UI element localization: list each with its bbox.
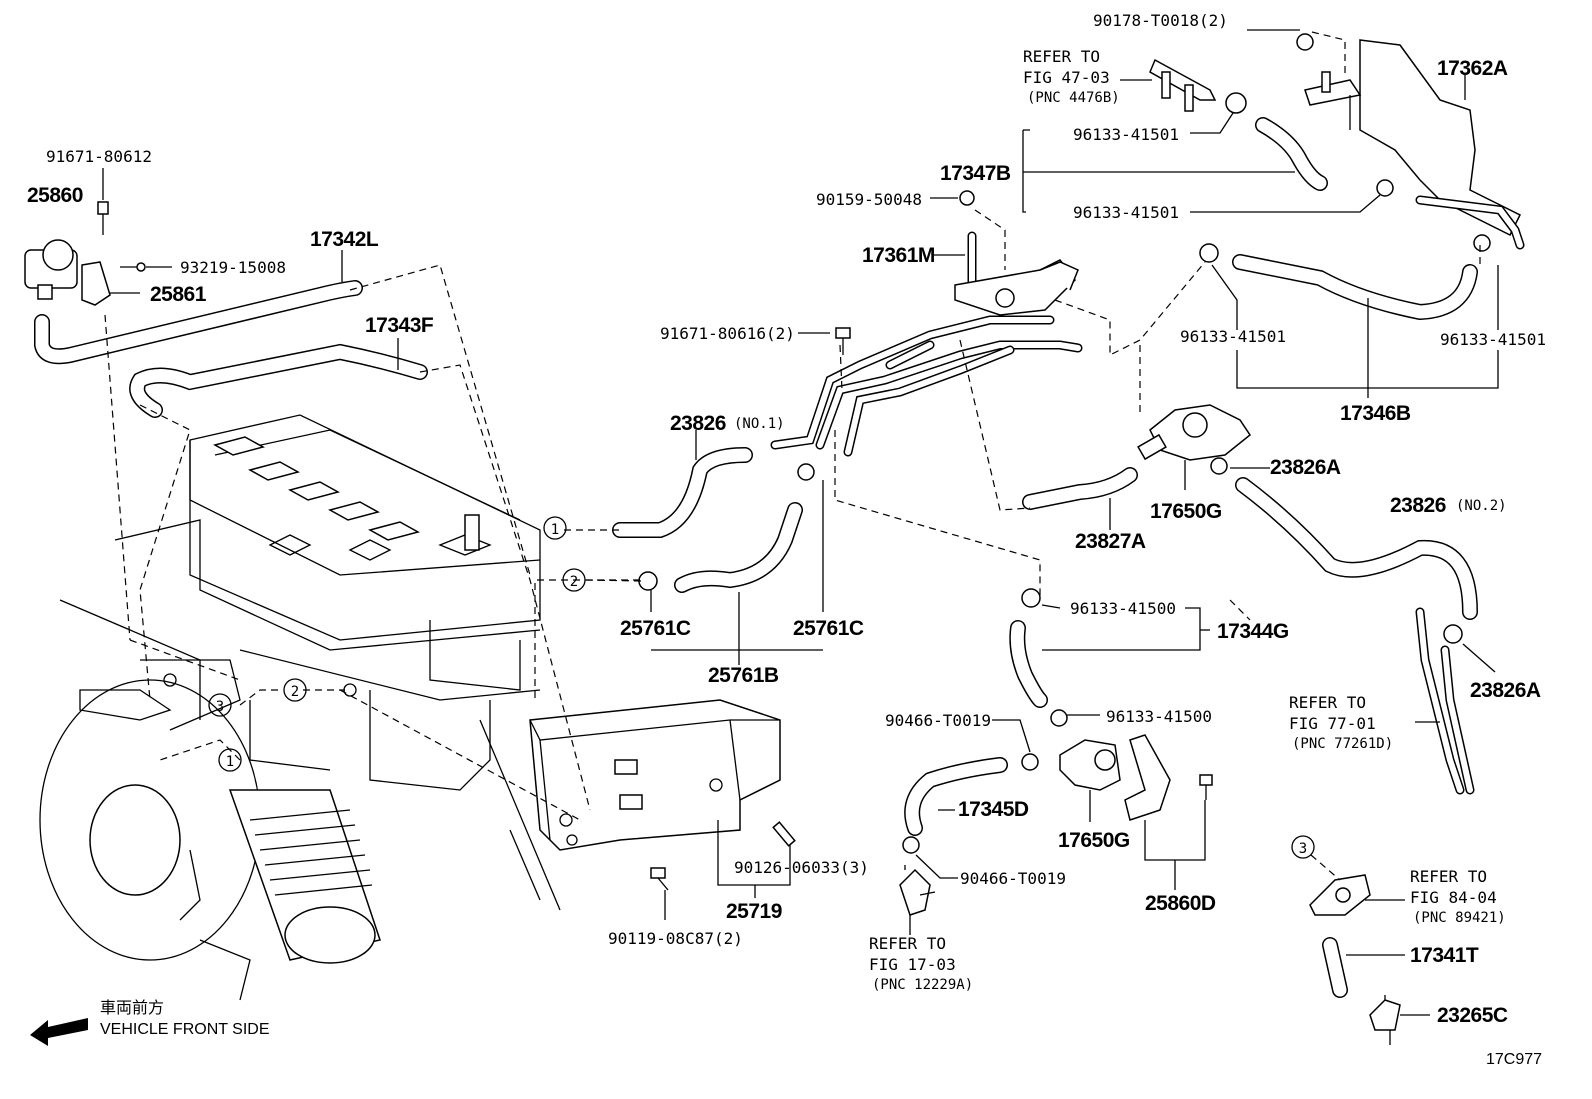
callout-circle-2b [283, 678, 307, 702]
label-refer-1703-a: REFER TO [869, 934, 946, 953]
label-17341t: 17341T [1410, 944, 1479, 967]
label-90466-a: 90466-T0019 [885, 711, 991, 730]
label-25860d: 25860D [1145, 892, 1216, 915]
callout-2b: 2 [291, 684, 299, 700]
hoses [34, 117, 1478, 998]
label-refer-1703-b: FIG 17-03 [869, 955, 956, 974]
label-17347b: 17347B [940, 162, 1011, 185]
label-25761c-a: 25761C [620, 617, 691, 640]
label-17343f: 17343F [365, 314, 434, 337]
small-parts [24, 33, 1491, 1046]
label-23265c: 23265C [1437, 1004, 1508, 1027]
label-17342l: 17342L [310, 228, 379, 251]
label-23826a-b: 23826A [1470, 679, 1541, 702]
label-23826a-a: 23826A [1270, 456, 1341, 479]
pipes-17361m [770, 39, 1525, 457]
label-23826-no1: 23826 [670, 412, 726, 435]
label-93219: 93219-15008 [180, 258, 286, 277]
label-17344g: 17344G [1217, 620, 1289, 643]
label-90466-b: 90466-T0019 [960, 869, 1066, 888]
label-17345d: 17345D [958, 798, 1029, 821]
label-91671-612: 91671-80612 [46, 147, 152, 166]
label-refer-8404-c: (PNC 89421) [1413, 910, 1506, 926]
label-refer-7701-c: (PNC 77261D) [1292, 736, 1393, 752]
callout-3: 3 [216, 699, 224, 715]
label-96133-41500-a: 96133-41500 [1070, 599, 1176, 618]
dashed-lines [104, 31, 1481, 881]
canister-25719 [529, 699, 781, 851]
label-96133-a: 96133-41501 [1073, 125, 1179, 144]
label-refer-4703-c: (PNC 4476B) [1027, 90, 1120, 106]
front-label-jp: 車両前方 [100, 999, 164, 1017]
label-refer-7701-b: FIG 77-01 [1289, 714, 1376, 733]
label-90159: 90159-50048 [816, 190, 922, 209]
label-23826-no2-note: (NO.2) [1456, 498, 1507, 514]
label-90119: 90119-08C87(2) [608, 929, 743, 948]
callouts: 1 2 2 3 1 3 [208, 516, 1315, 859]
label-90178: 90178-T0018(2) [1093, 11, 1228, 30]
label-17650g-b: 17650G [1058, 829, 1130, 852]
callout-3b: 3 [1299, 841, 1307, 857]
callout-circle-3 [208, 693, 232, 717]
label-refer-1703-c: (PNC 12229A) [872, 977, 973, 993]
label-25861: 25861 [150, 283, 207, 306]
label-refer-4703-b: FIG 47-03 [1023, 68, 1110, 87]
label-25719: 25719 [726, 900, 782, 923]
part-labels: 90178-T0018(2) 17362A REFER TO FIG 47-03… [27, 11, 1546, 1068]
label-25761c-b: 25761C [793, 617, 864, 640]
label-17361m: 17361M [862, 244, 935, 267]
label-23826-no1-note: (NO.1) [734, 416, 785, 432]
label-96133-d: 96133-41501 [1440, 330, 1546, 349]
label-91671-616: 91671-80616(2) [660, 324, 795, 343]
callout-2: 2 [570, 574, 578, 590]
label-refer-7701-a: REFER TO [1289, 693, 1366, 712]
callout-1b: 1 [226, 754, 234, 770]
leader-lines [102, 29, 1499, 1016]
label-refer-8404-b: FIG 84-04 [1410, 888, 1497, 907]
callout-circle-1b [218, 748, 242, 772]
front-arrow-icon [30, 1018, 88, 1046]
label-refer-8404-a: REFER TO [1410, 867, 1487, 886]
label-25761b: 25761B [708, 664, 779, 687]
label-90126: 90126-06033(3) [734, 858, 869, 877]
callout-1: 1 [551, 522, 559, 538]
label-23826-no2: 23826 [1390, 494, 1446, 517]
label-17346b: 17346B [1340, 402, 1411, 425]
label-96133-41500-b: 96133-41500 [1106, 707, 1212, 726]
label-17362a: 17362A [1437, 57, 1508, 80]
callout-circle-2 [562, 568, 586, 592]
label-refer-4703-a: REFER TO [1023, 47, 1100, 66]
callout-circle-1 [543, 516, 567, 540]
label-96133-c: 96133-41501 [1180, 327, 1286, 346]
label-96133-b: 96133-41501 [1073, 203, 1179, 222]
figure-code: 17C977 [1486, 1051, 1542, 1068]
engine-block [39, 414, 561, 1001]
label-25860: 25860 [27, 184, 83, 207]
label-23827a: 23827A [1075, 530, 1146, 553]
label-17650g-a: 17650G [1150, 500, 1222, 523]
callout-circle-3b [1291, 835, 1315, 859]
front-label-en: VEHICLE FRONT SIDE [100, 1021, 270, 1038]
